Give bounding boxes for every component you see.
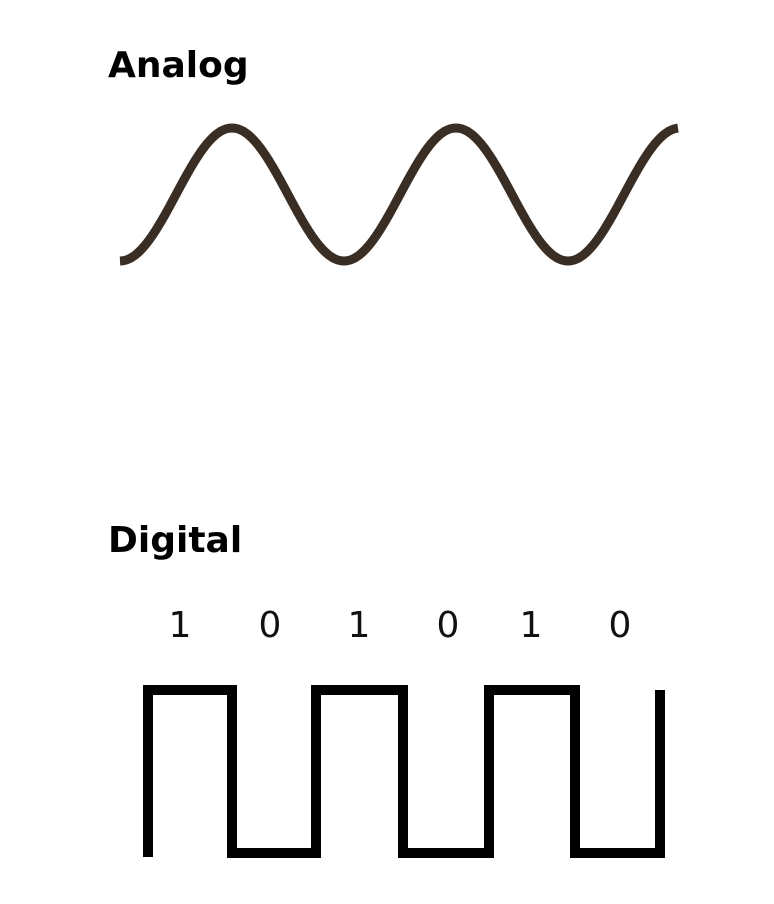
analog-sine-wave <box>117 123 681 266</box>
bit-label-1: 1 <box>168 605 192 646</box>
digital-wave-path <box>143 685 665 858</box>
bit-label-2: 0 <box>258 605 282 646</box>
analog-title: Analog <box>108 45 249 86</box>
bit-label-5: 1 <box>519 605 543 646</box>
bit-label-6: 0 <box>608 605 632 646</box>
digital-title: Digital <box>108 520 243 561</box>
bit-label-4: 0 <box>436 605 460 646</box>
bit-label-3: 1 <box>347 605 371 646</box>
analog-wave-path <box>117 123 681 266</box>
